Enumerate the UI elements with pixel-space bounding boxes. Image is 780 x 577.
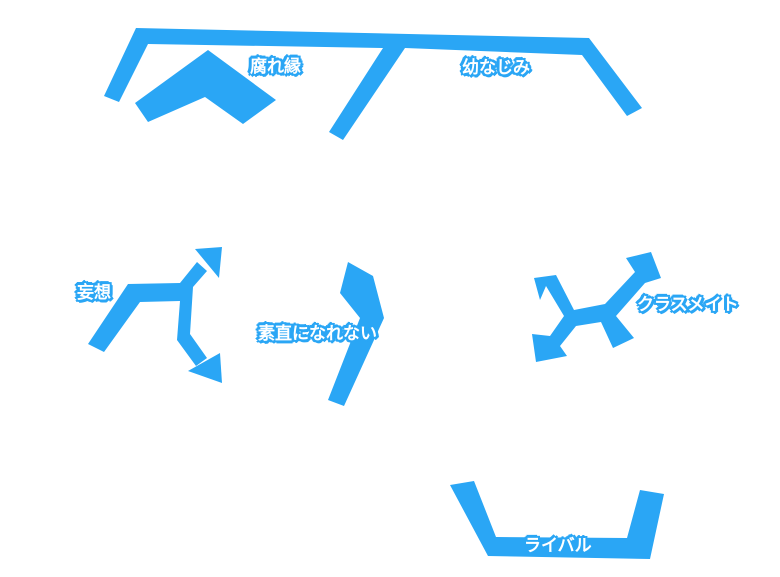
- label-sunao-ni-narenai: 素直になれない: [258, 324, 377, 344]
- fork-stem-shape: [88, 262, 207, 366]
- cup-bracket-shape: [450, 481, 664, 559]
- top-bracket-shape: [104, 28, 642, 140]
- label-kusare-en: 腐れ縁: [250, 57, 301, 77]
- cross-arrows-shape: [532, 252, 661, 362]
- label-rival: ライバル: [524, 536, 592, 556]
- label-osananajimi: 幼なじみ: [462, 58, 530, 78]
- chevron-shape: [135, 50, 276, 124]
- fork-lower-arrowhead: [188, 353, 222, 383]
- label-classmate: クラスメイト: [637, 295, 739, 315]
- label-mousou: 妄想: [77, 283, 111, 303]
- upward-arrow-shape: [328, 262, 384, 406]
- fork-upper-arrowhead: [195, 247, 222, 278]
